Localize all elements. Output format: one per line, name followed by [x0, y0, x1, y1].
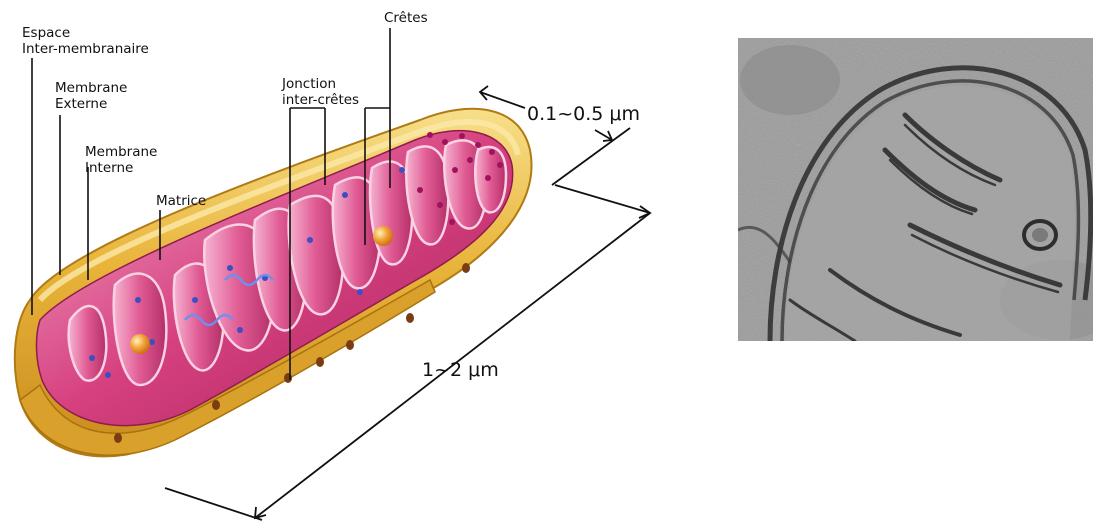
label-membrane-externe-line2: Externe	[55, 96, 107, 112]
label-membrane-interne-line1: Membrane	[85, 144, 157, 160]
granule	[130, 334, 150, 354]
label-jonction-line1: Jonction	[281, 76, 336, 92]
label-membrane-interne-line2: Interne	[85, 160, 133, 176]
label-espace-line2: Inter-membranaire	[22, 41, 149, 57]
label-cretes: Crêtes	[384, 10, 428, 26]
dimension-length: 1~2 μm	[422, 359, 499, 381]
label-matrice: Matrice	[156, 193, 206, 209]
electron-micrograph	[738, 38, 1093, 341]
dimension-width: 0.1~0.5 μm	[527, 103, 640, 125]
granule-2	[373, 226, 393, 246]
label-jonction-line2: inter-crêtes	[282, 92, 359, 108]
label-membrane-externe-line1: Membrane	[55, 80, 127, 96]
label-espace-line1: Espace	[22, 25, 70, 41]
